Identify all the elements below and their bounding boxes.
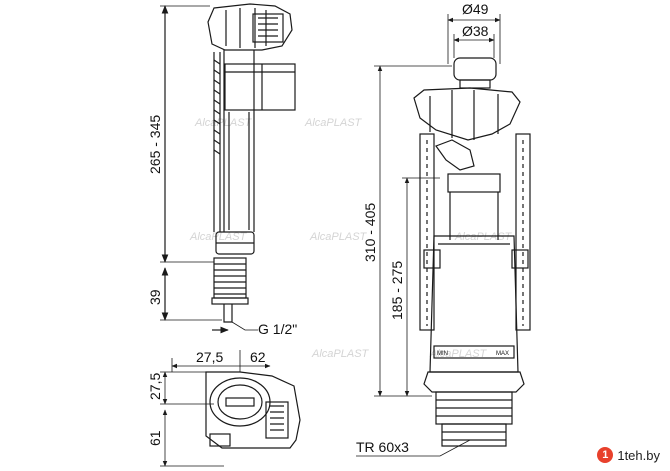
label-base-side: 27,5 <box>147 373 163 400</box>
watermark-1: AlcaPLAST <box>194 117 253 129</box>
dimension-float-valve-height <box>160 5 214 263</box>
dimension-base-width <box>171 350 271 372</box>
flush-valve-drawing <box>413 57 531 447</box>
label-thread-height: 39 <box>147 289 163 305</box>
label-flush-lower: 185 - 275 <box>389 261 405 320</box>
label-base-depth: 61 <box>147 430 163 446</box>
watermark-2: AlcaPLAST <box>304 117 363 129</box>
watermark-3: AlcaPLAST <box>189 231 248 243</box>
dimension-base-depth <box>160 371 224 467</box>
label-flush-height: 310 - 405 <box>362 203 378 262</box>
label-flush-thread: TR 60x3 <box>356 439 409 455</box>
dimension-cap-diameters <box>447 14 501 64</box>
site-logo-icon: 1 <box>597 447 614 463</box>
site-badge-label: 1teh.by <box>617 447 660 463</box>
dimension-thread-height <box>160 267 222 321</box>
label-cap-outer: Ø49 <box>462 1 489 17</box>
thread-leader-line <box>231 321 258 331</box>
fill-valve-drawing <box>207 3 296 323</box>
site-badge[interactable]: 1 1teh.by <box>593 443 666 467</box>
label-scale-min: MIN <box>437 351 448 357</box>
watermark-5: AlcaPLAST <box>454 231 513 243</box>
fill-valve-base-view <box>205 371 301 449</box>
label-cap-inner: Ø38 <box>462 23 489 39</box>
label-base-width: 62 <box>250 349 266 365</box>
dimension-flush-height <box>374 65 452 397</box>
watermark-4: AlcaPLAST <box>309 231 368 243</box>
watermark-6: AlcaPLAST <box>311 348 370 360</box>
label-thread-size: G 1/2" <box>258 321 297 337</box>
label-float-valve-height: 265 - 345 <box>147 115 163 174</box>
watermark-7: AlcaPLAST <box>429 348 488 360</box>
flush-thread-leader <box>356 439 471 457</box>
label-base-offset: 27,5 <box>196 349 223 365</box>
label-scale-max: MAX <box>496 351 509 357</box>
dimension-flush-lower <box>374 177 440 397</box>
